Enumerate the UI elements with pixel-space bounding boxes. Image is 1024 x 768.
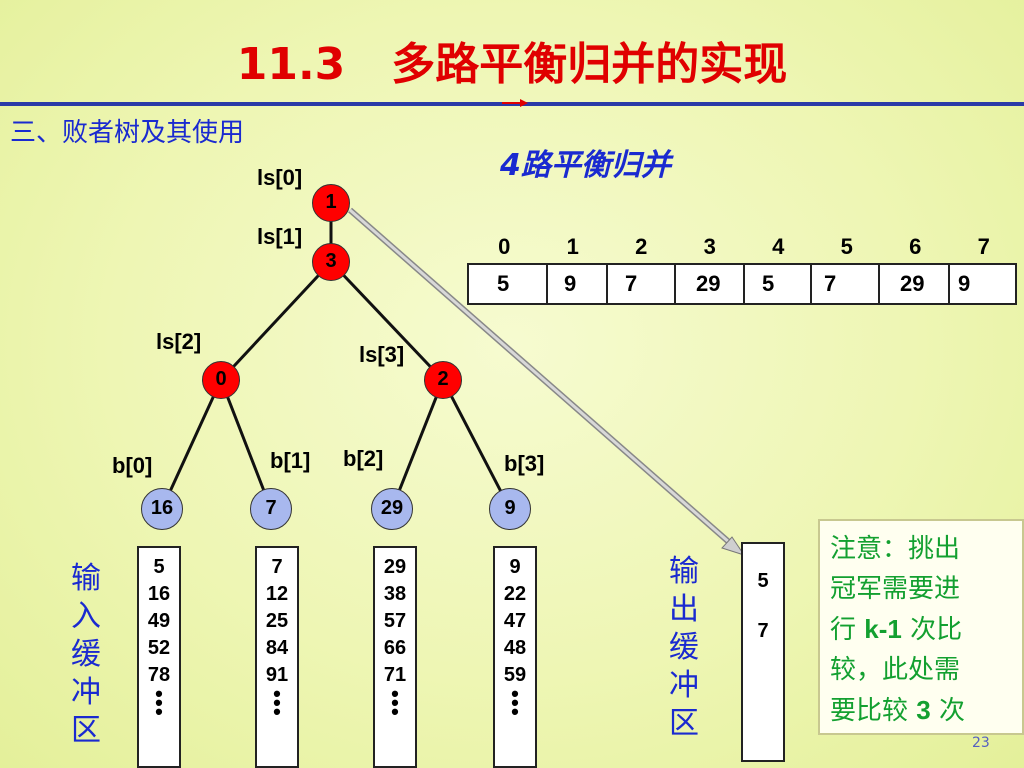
page-number: 23	[972, 735, 990, 751]
tree-node-ls0: 1	[312, 184, 350, 222]
tree-node-ls1: 3	[312, 243, 350, 281]
edge-ls2-b1	[219, 379, 273, 510]
tree-node-ls3: 2	[424, 361, 462, 399]
array-cells: 5 9 7 29 5 7 29 9	[467, 263, 1017, 305]
leaf-node-b1: 7	[250, 488, 292, 530]
array-cell: 29	[696, 271, 721, 296]
label-ls1: ls[1]	[257, 224, 303, 249]
array-cell: 7	[625, 271, 638, 296]
array-index: 1	[566, 234, 579, 259]
array-cell: 5	[762, 271, 775, 296]
section-subtitle: 三、败者树及其使用	[10, 118, 245, 148]
input-buffer-0: 5 16 49 52 78 •••	[137, 546, 181, 768]
edge-ls1-ls2	[219, 260, 333, 382]
label-b0: b[0]	[112, 453, 153, 478]
input-buffer-2: 29 38 57 66 71 •••	[373, 546, 417, 768]
edge-ls2-b0	[160, 379, 223, 510]
label-ls0: ls[0]	[257, 165, 303, 190]
input-buffer-1: 7 12 25 84 91 •••	[255, 546, 299, 768]
array-index: 3	[703, 234, 716, 259]
ellipsis-icon: •••	[391, 681, 399, 724]
slide-title: 11.3 多路平衡归并的实现	[236, 39, 788, 90]
array-index: 2	[635, 234, 648, 259]
label-ls3: ls[3]	[359, 342, 405, 367]
ellipsis-icon: •••	[511, 681, 519, 724]
ellipsis-icon: •••	[273, 681, 281, 724]
note-box: 注意：挑出 冠军需要进 行 k-1 次比 较，此处需 要比较 3 次	[818, 519, 1024, 735]
array-index: 4	[772, 234, 785, 259]
leaf-node-b3: 9	[489, 488, 531, 530]
edge-ls1-ls3	[329, 260, 445, 382]
array-cell: 5	[497, 271, 510, 296]
array-index: 7	[977, 234, 990, 259]
array-index-row: 0 1 2 3 4 5 6 7	[470, 234, 1018, 260]
label-b3: b[3]	[504, 451, 545, 476]
tree-node-ls2: 0	[202, 361, 240, 399]
leaf-node-b2: 29	[371, 488, 413, 530]
array-index: 6	[909, 234, 922, 259]
diagram-caption: 4路平衡归并	[500, 148, 671, 183]
edge-ls3-b2	[390, 379, 445, 510]
label-b2: b[2]	[343, 446, 384, 471]
small-arrow-icon	[502, 99, 528, 107]
array-cell: 9	[958, 271, 971, 296]
edge-ls3-b3	[441, 379, 512, 510]
array-index: 0	[498, 234, 511, 259]
array-cell: 7	[824, 271, 837, 296]
ellipsis-icon: •••	[155, 681, 163, 724]
label-b1: b[1]	[270, 448, 311, 473]
array-cell: 9	[564, 271, 577, 296]
output-buffer-label: 输 出 缓 冲 区	[669, 554, 699, 741]
winner-arrow	[348, 207, 746, 556]
input-buffer-label: 输 入 缓 冲 区	[71, 561, 101, 748]
leaf-node-b0: 16	[141, 488, 183, 530]
array-cell: 29	[900, 271, 925, 296]
label-ls2: ls[2]	[156, 329, 202, 354]
output-buffer: 5 7	[741, 542, 785, 762]
input-buffer-3: 9 22 47 48 59 •••	[493, 546, 537, 768]
array-index: 5	[840, 234, 853, 259]
